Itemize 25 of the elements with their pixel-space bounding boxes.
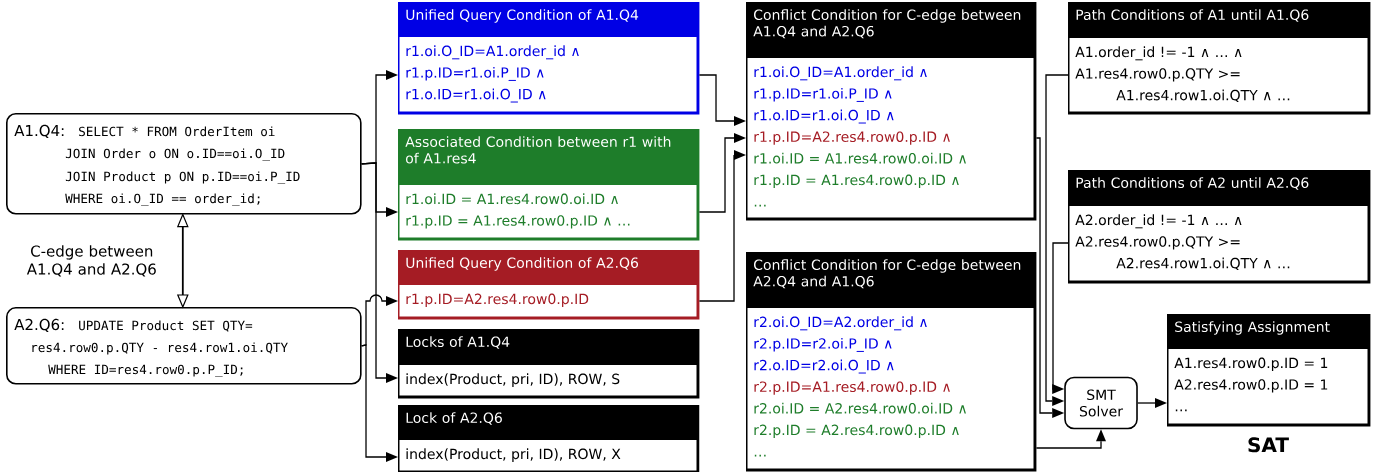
arrow bbox=[698, 74, 746, 126]
arrow bbox=[360, 162, 398, 383]
query-box: A1.Q4: SELECT * FROM OrderItem oi JOIN Order o ON o.ID==oi.O_ID JOIN Product p ON p.ID==oi.P_ID WHERE oi.O_ID == order_id; bbox=[6, 113, 362, 215]
arrow bbox=[1035, 429, 1106, 449]
arrow bbox=[1137, 398, 1167, 408]
arrow bbox=[698, 150, 746, 302]
solver-box: SMT Solver bbox=[1064, 376, 1138, 430]
lock-box: Lock of A2.Q6 index(Product, pri, ID), ROW, X bbox=[398, 405, 700, 472]
condition-box: Path Conditions of A1 until A1.Q6 A1.order_id != -1 ∧ … ∧ A1.res4.row0.p.QTY >= A1.res4.row1.oi.QTY ∧ … bbox=[1068, 2, 1371, 115]
arrow bbox=[698, 133, 746, 213]
query-box: A2.Q6: UPDATE Product SET QTY= res4.row0.p.QTY - res4.row1.oi.QTY WHERE ID=res4.row0.p.P_ID; bbox=[6, 307, 362, 385]
arrow bbox=[360, 344, 398, 462]
condition-box: Conflict Condition for C-edge between A1.Q4 and A2.Q6 r1.oi.O_ID=A1.order_id ∧ r1.p.ID=r1.oi.P_ID ∧ r1.o.ID=r1.oi.O_ID ∧ r1.p.ID=A2.res4.row0.p.ID ∧ r1.oi.ID = A1.res4.row0.oi.ID ∧ r1.p.ID = A1.res4.row0.p.ID ∧ … bbox=[746, 2, 1037, 221]
lock-box: Locks of A1.Q4 index(Product, pri, ID), ROW, S bbox=[398, 329, 700, 399]
arrow bbox=[1045, 74, 1069, 406]
condition-box: Path Conditions of A2 until A2.Q6 A2.order_id != -1 ∧ … ∧ A2.res4.row0.p.QTY >= A2.res4.row1.oi.QTY ∧ … bbox=[1068, 170, 1371, 284]
status-label: SAT bbox=[1248, 437, 1289, 453]
arrow bbox=[1035, 137, 1065, 418]
condition-box: Unified Query Condition of A2.Q6 r1.p.ID=A2.res4.row0.p.ID bbox=[398, 250, 700, 320]
edge-label: C-edge between A1.Q4 and A2.Q6 bbox=[15, 244, 168, 278]
result-box: Satisfying Assignment A1.res4.row0.p.ID = 1 A2.res4.row0.p.ID = 1 … SAT bbox=[1167, 314, 1371, 453]
arrow bbox=[1051, 242, 1069, 394]
condition-box: Conflict Condition for C-edge between A2.Q4 and A1.Q6 r2.oi.O_ID=A2.order_id ∧ r2.p.ID=r2.oi.P_ID ∧ r2.o.ID=r2.oi.O_ID ∧ r2.p.ID=A1.res4.row0.p.ID ∧ r2.oi.ID = A2.res4.row0.oi.ID ∧ r2.p.ID = A2.res4.row0.p.ID ∧ … bbox=[746, 252, 1037, 472]
condition-box: Associated Condition between r1 with of A1.res4 r1.oi.ID = A1.res4.row0.oi.ID ∧ r1.p.ID = A1.res4.row0.p.ID ∧ … bbox=[398, 129, 700, 241]
condition-box: Unified Query Condition of A1.Q4 r1.oi.O_ID=A1.order_id ∧ r1.p.ID=r1.oi.P_ID ∧ r1.o.ID=r1.oi.O_ID ∧ bbox=[398, 2, 700, 115]
